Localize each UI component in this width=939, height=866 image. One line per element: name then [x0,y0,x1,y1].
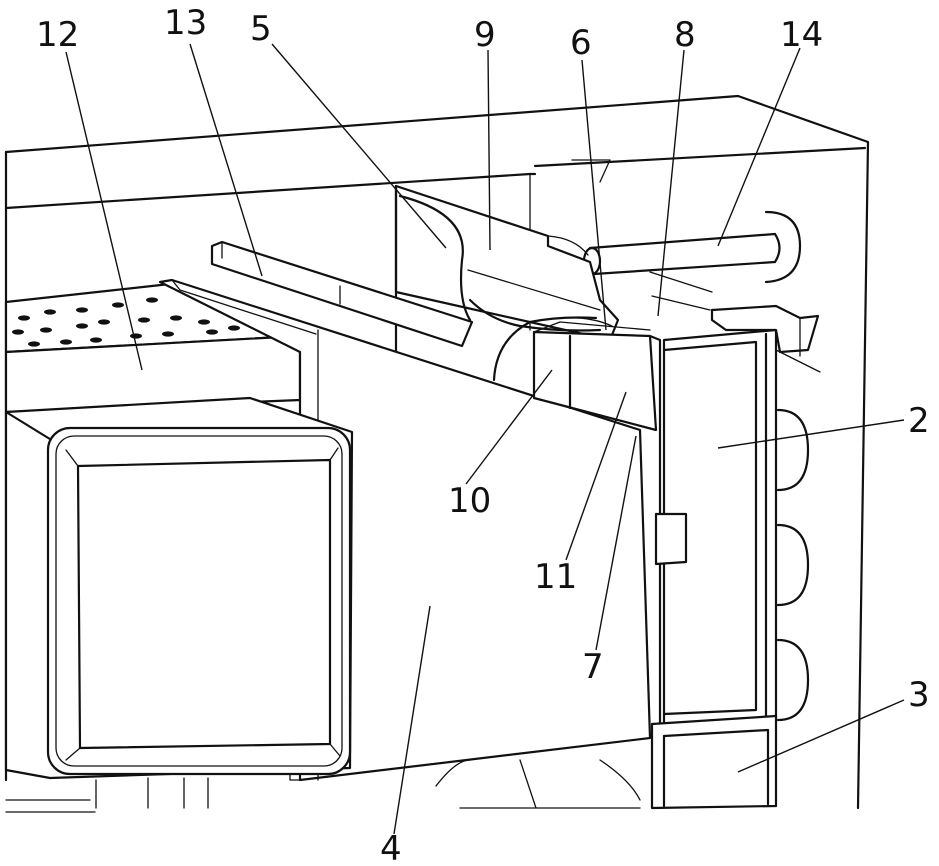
callout-8: 8 [674,15,696,55]
callout-5: 5 [250,9,272,49]
callout-7: 7 [582,647,604,687]
callout-4: 4 [380,829,402,866]
callout-3: 3 [908,675,930,715]
callout-6: 6 [570,23,592,63]
tray-12 [6,284,318,412]
hopper-window [6,398,352,778]
callout-13: 13 [164,3,207,43]
rod-14 [584,212,800,282]
callout-9: 9 [474,15,496,55]
frame-2 [650,272,820,724]
callout-14: 14 [780,15,823,55]
callout-11: 11 [534,557,577,597]
callout-10: 10 [448,481,491,521]
bracket-3 [652,716,776,808]
side-slots [778,410,808,720]
callout-2: 2 [908,401,930,441]
callout-12: 12 [36,15,79,55]
